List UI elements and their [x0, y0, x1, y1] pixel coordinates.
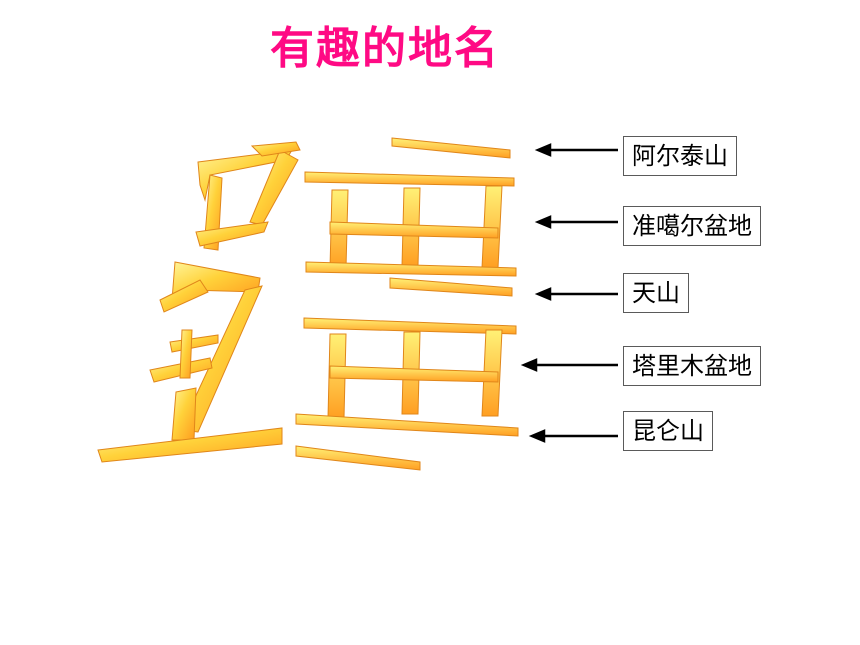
- label-junggar-basin: 准噶尔盆地: [623, 206, 761, 246]
- label-tarim-basin: 塔里木盆地: [623, 346, 761, 386]
- label-tianshan-mountains: 天山: [623, 273, 689, 313]
- label-altai-mountains: 阿尔泰山: [623, 136, 737, 176]
- label-kunlun-mountains: 昆仑山: [623, 411, 713, 451]
- slide-title: 有趣的地名: [270, 23, 500, 74]
- right-component: [295, 137, 519, 471]
- left-radical: [97, 141, 301, 463]
